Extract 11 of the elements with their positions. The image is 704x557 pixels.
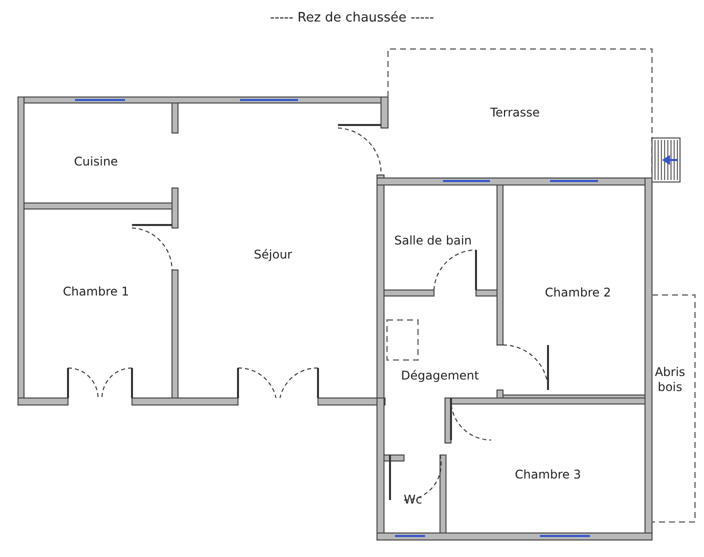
plan-title: ----- Rez de chaussée ----- (270, 10, 434, 26)
room-label: Séjour (223, 248, 323, 262)
room-label: Salle de bain (378, 234, 488, 248)
room-label: Cuisine (46, 154, 146, 170)
room-label: Chambre 1 (46, 284, 146, 300)
room-label: Terrasse (455, 106, 575, 120)
room-label: Chambre 2 (523, 286, 633, 300)
room-label: Dégagement (385, 368, 495, 384)
room-label: Abris bois (652, 365, 688, 395)
room-label: Chambre 3 (493, 468, 603, 482)
room-label: Wc (398, 492, 428, 508)
